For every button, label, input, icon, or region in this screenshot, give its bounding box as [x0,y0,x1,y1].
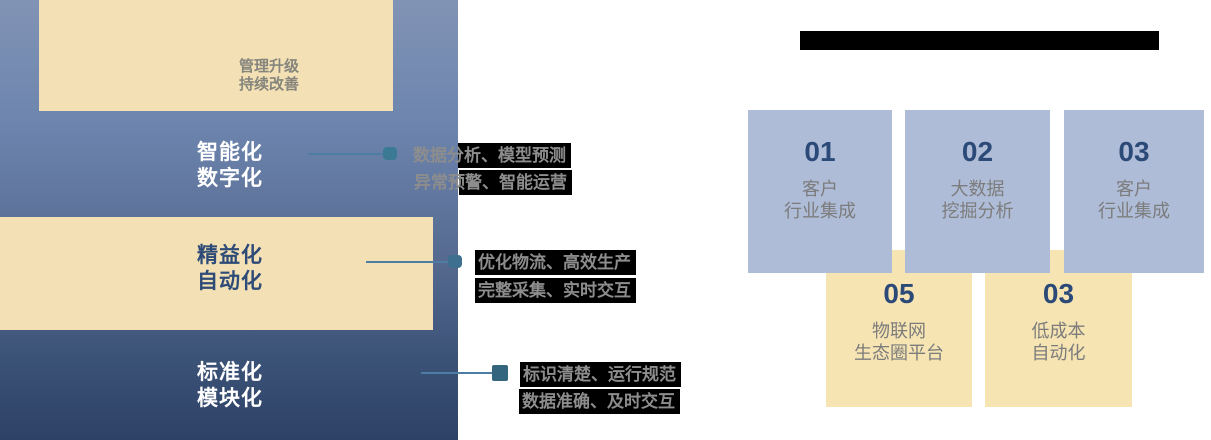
card-01-label: 客户 行业集成 [748,178,892,222]
maturity-pyramid-panel: 管理升级 持续改善 智能化 数字化 精益化 自动化 标准化 模块化 [0,0,458,440]
header-bar [800,31,1159,50]
annotation-highlight [475,250,636,275]
card-02: 02 大数据 挖掘分析 [905,110,1050,273]
connector-square-standard [492,365,508,381]
stage-lean-line2: 自动化 [197,270,263,293]
card-05-number: 05 [883,278,915,309]
stage-lean-line1: 精益化 [197,244,263,267]
annotation-standard-line1: 标识清楚、运行规范 [520,362,681,387]
card-02-label: 大数据 挖掘分析 [905,178,1050,222]
annotation-text: 数据准确、及时交互 [522,392,675,411]
card-02-label-line1: 大数据 [950,179,1005,199]
annotation-standard-line2: 数据准确、及时交互 [519,389,680,414]
card-05-label: 物联网 生态圈平台 [826,320,972,364]
card-03-label-line2: 行业集成 [1098,201,1170,221]
annotation-text: 异常预警、智能运营 [414,173,567,192]
annotation-lean-line2: 完整采集、实时交互 [475,278,636,303]
card-03-label-line1: 客户 [1116,179,1152,199]
annotation-highlight [519,389,680,414]
card-03b-label-line1: 低成本 [1031,321,1086,341]
stage-title-intelligent: 智能化 数字化 [0,140,460,192]
stage-title-standard: 标准化 模块化 [0,360,460,412]
annotation-lean-line1: 优化物流、高效生产 [475,250,636,275]
annotation-intelligent-line2: 异常预警、智能运营 [414,170,572,195]
card-03b-label-line2: 自动化 [1031,343,1086,363]
card-01-label-line1: 客户 [802,179,838,199]
annotation-intelligent-line1: 数据分析、模型预测 [413,143,571,168]
annotation-highlight [475,278,636,303]
card-01: 01 客户 行业集成 [748,110,892,273]
connector-line-intelligent [308,153,386,155]
annotation-text: 完整采集、实时交互 [478,281,631,300]
annotation-text: 数据分析、模型预测 [413,146,566,165]
connector-dot-lean [448,255,462,268]
stage-intelligent-line2: 数字化 [197,167,263,190]
card-03b-label: 低成本 自动化 [985,320,1132,364]
stage-intelligent-line1: 智能化 [197,141,263,164]
connector-line-standard [421,372,496,374]
card-02-number: 02 [961,136,994,167]
annotation-highlight [459,170,572,195]
card-03-number: 03 [1118,136,1150,167]
card-03: 03 客户 行业集成 [1064,110,1204,273]
card-03-label: 客户 行业集成 [1064,178,1204,222]
card-01-number: 01 [804,136,836,167]
card-02-label-line2: 挖掘分析 [941,201,1014,221]
management-upgrade-text: 管理升级 持续改善 [109,58,429,94]
connector-dot-intelligent [383,147,397,160]
card-05-label-line2: 生态圈平台 [854,343,944,363]
lean-automation-box [0,217,433,330]
management-upgrade-box: 管理升级 持续改善 [39,0,393,111]
annotation-text: 标识清楚、运行规范 [523,365,676,384]
stage-standard-line2: 模块化 [197,387,263,410]
annotation-text: 优化物流、高效生产 [478,253,631,272]
card-01-label-line2: 行业集成 [784,201,856,221]
management-upgrade-line2: 持续改善 [238,76,299,93]
stage-title-lean: 精益化 自动化 [0,243,460,295]
connector-line-lean [366,261,452,263]
card-03b-number: 03 [1042,278,1075,309]
card-05-iot: 05 物联网 生态圈平台 [826,250,972,407]
annotation-highlight [458,143,571,168]
card-05-label-line1: 物联网 [872,321,926,341]
annotation-highlight [520,362,681,387]
stage-standard-line1: 标准化 [197,361,263,384]
card-03-lowcost: 03 低成本 自动化 [985,250,1132,407]
management-upgrade-line1: 管理升级 [238,58,299,75]
